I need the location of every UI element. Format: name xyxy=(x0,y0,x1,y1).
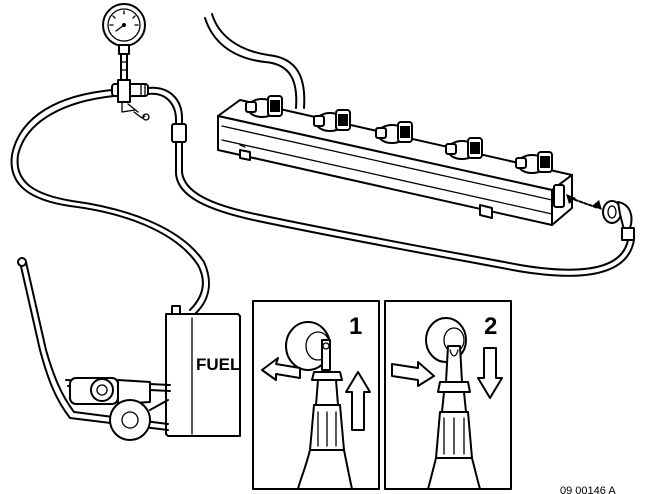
tee-fitting xyxy=(111,79,150,121)
step-panel-1: 1 xyxy=(252,300,380,490)
fuel-injectors xyxy=(245,95,553,174)
tank-label: FUEL xyxy=(196,355,240,374)
fuel-line-connector xyxy=(602,200,635,241)
fuel-tank: FUEL xyxy=(165,305,241,437)
fuel-hose-supply xyxy=(147,86,635,277)
tank-cart xyxy=(17,257,171,441)
disconnect-arrow xyxy=(566,194,602,210)
step-number-1: 1 xyxy=(349,313,362,340)
fuel-rail xyxy=(217,99,573,226)
engine-line xyxy=(204,13,306,109)
step-panel-2: 2 xyxy=(384,300,512,490)
figure-reference-code: 09 00146 A xyxy=(560,485,616,494)
pressure-gauge xyxy=(102,3,146,83)
step-number-2: 2 xyxy=(484,313,497,340)
fuel-hose-return xyxy=(10,89,210,314)
